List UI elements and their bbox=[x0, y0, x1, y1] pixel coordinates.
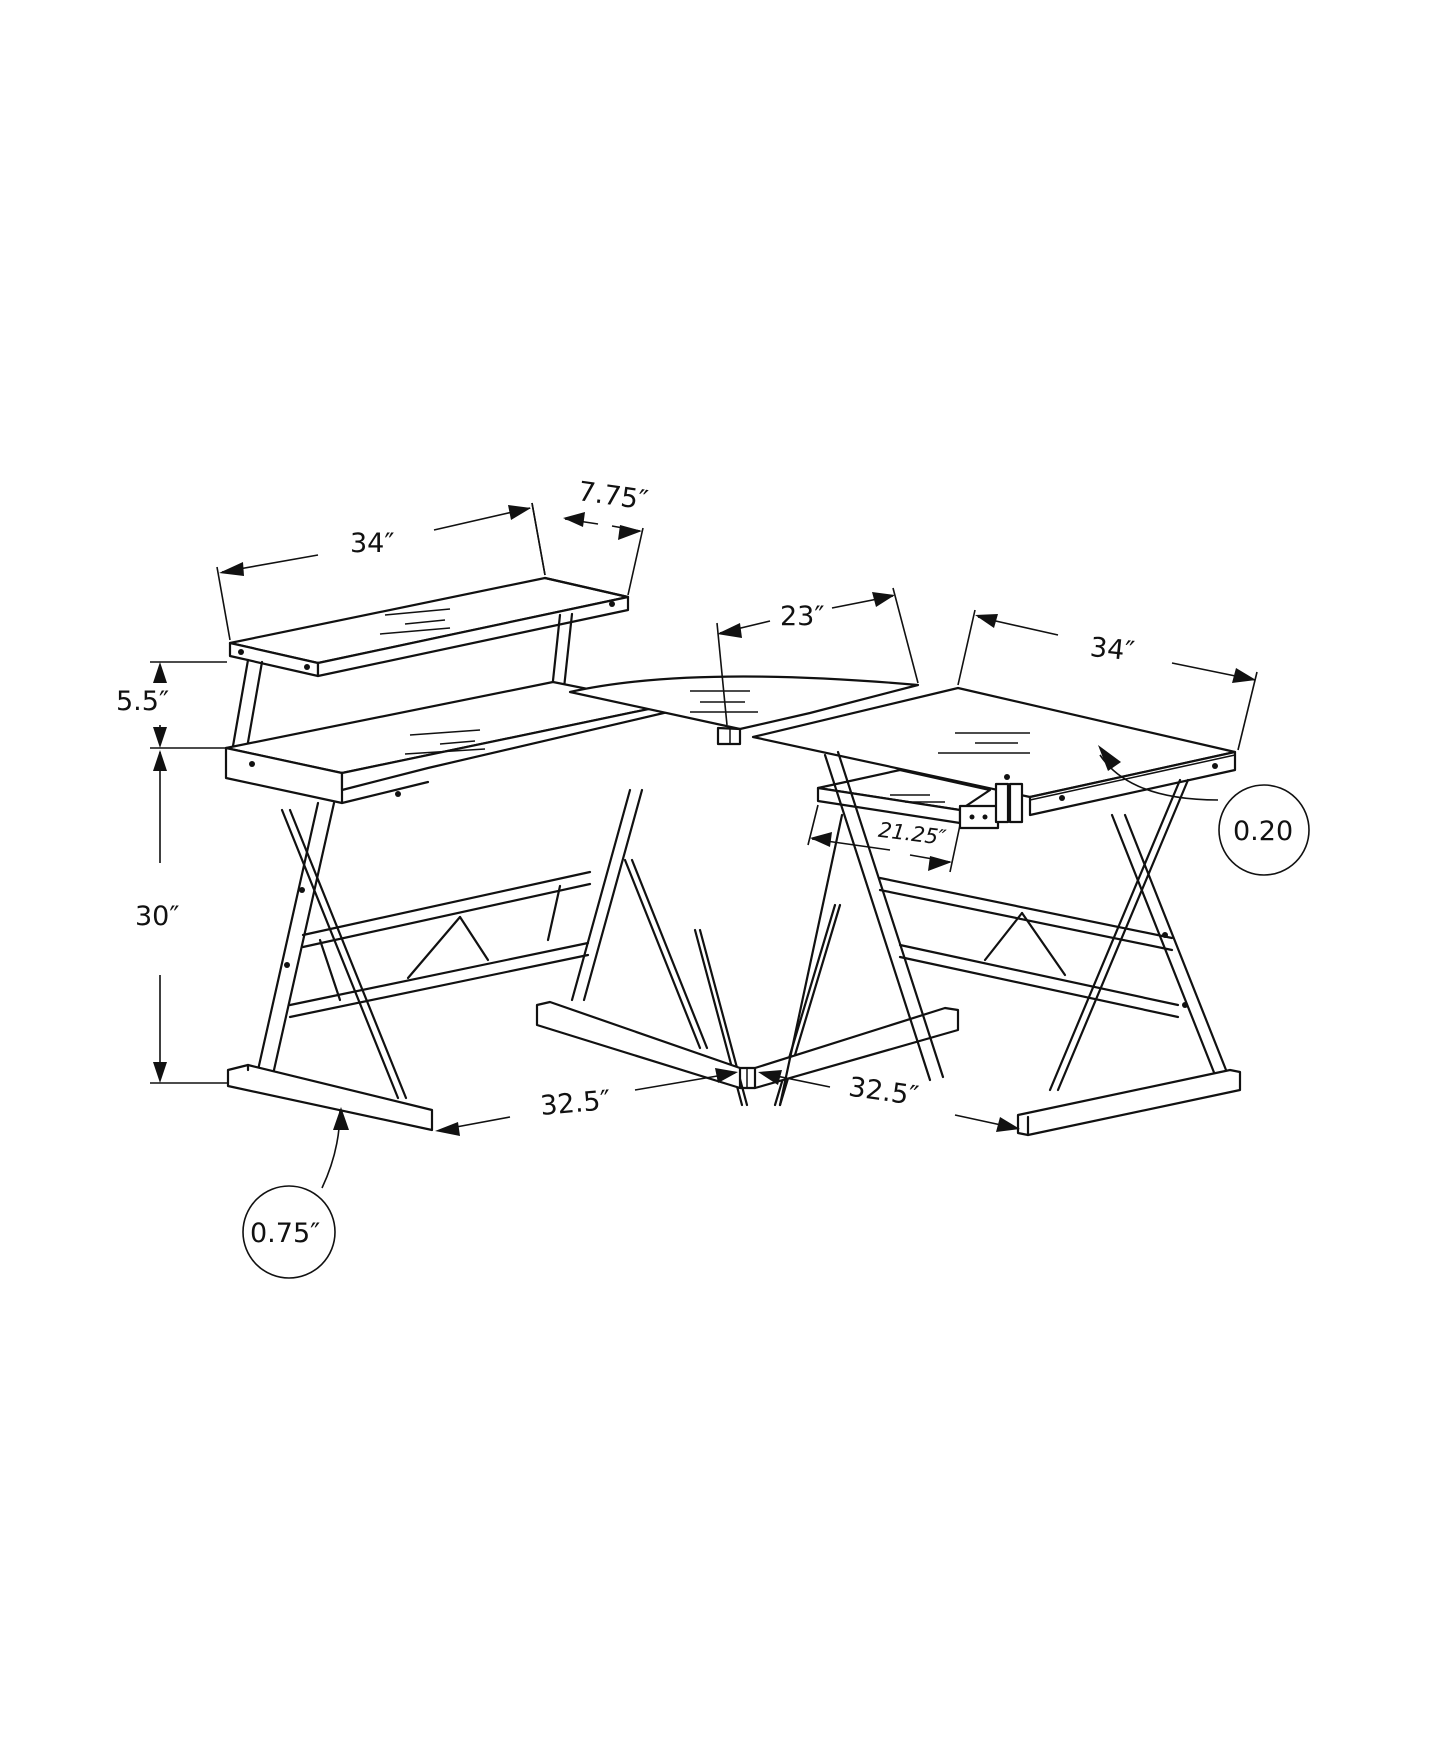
right-frame bbox=[778, 750, 1242, 1137]
center-frame bbox=[535, 903, 960, 1107]
corner-desktop bbox=[568, 675, 920, 746]
shelf-depth-label: 7.75″ bbox=[576, 476, 650, 516]
left-base-length-label: 32.5″ bbox=[539, 1085, 612, 1122]
top-thickness-label: 0.20 bbox=[1233, 816, 1293, 847]
left-frame bbox=[226, 788, 709, 1132]
callout-top-thickness: 0.20 bbox=[1098, 745, 1310, 876]
desk-height-label: 30″ bbox=[135, 901, 179, 932]
dimension-left-base: 32.5″ bbox=[435, 1068, 738, 1136]
right-desk-width-label: 34″ bbox=[1089, 632, 1136, 667]
shelf-width-label: 34″ bbox=[350, 528, 394, 559]
corner-width-label: 23″ bbox=[780, 601, 824, 632]
dimension-corner-width: 23″ bbox=[716, 587, 919, 726]
right-base-length-label: 32.5″ bbox=[847, 1072, 921, 1112]
dimension-right-base: 32.5″ bbox=[758, 1070, 1020, 1132]
dimension-shelf-height: 5.5″ bbox=[116, 661, 227, 749]
left-desktop bbox=[224, 680, 670, 805]
hutch-shelf bbox=[228, 576, 630, 750]
base-thickness-label: 0.75″ bbox=[250, 1218, 320, 1249]
shelf-height-label: 5.5″ bbox=[116, 686, 169, 717]
dimension-desk-height: 30″ bbox=[135, 750, 228, 1084]
dimension-right-desk-width: 34″ bbox=[957, 609, 1258, 751]
callout-base-thickness: 0.75″ bbox=[242, 1107, 349, 1279]
keyboard-tray-width-label: 21.25″ bbox=[877, 818, 948, 850]
dimension-shelf-depth: 7.75″ bbox=[531, 476, 650, 596]
